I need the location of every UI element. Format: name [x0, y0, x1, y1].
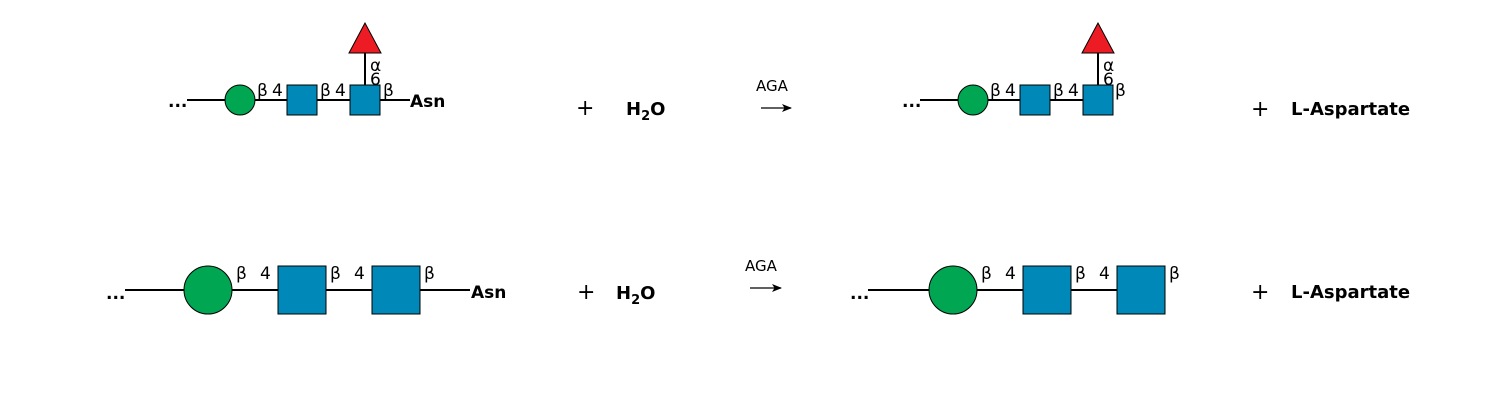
- link-position: 4: [1068, 81, 1079, 101]
- ellipsis-label: ...: [902, 92, 921, 112]
- aspartate-label: L-Aspartate: [1291, 99, 1410, 120]
- link-anomer: β: [1169, 264, 1180, 284]
- glcnac-square-icon: [1082, 84, 1114, 116]
- link-position: 4: [354, 264, 365, 284]
- galactose-circle-icon: [224, 84, 256, 116]
- fucose-triangle-icon: [1081, 21, 1115, 54]
- substrate-glycan-2: ... β 4 β 4 β Asn: [106, 264, 506, 315]
- link-anomer: β: [1115, 81, 1126, 101]
- link-anomer: β: [330, 264, 341, 284]
- link-anomer: β: [1075, 264, 1086, 284]
- substrate-glycan-1: ... β 4 β 4 β α 6 Asn: [168, 21, 445, 116]
- fucose-link-position: 6: [370, 70, 381, 90]
- fucose-link-anomer: α: [1103, 56, 1114, 76]
- aglycone-label: Asn: [471, 283, 506, 303]
- glcnac-square-icon: [371, 265, 421, 315]
- fucose-link-position: 6: [1103, 70, 1114, 90]
- product-glycan-1: ... β 4 β 4 β α 6: [902, 21, 1126, 116]
- fucose-link-anomer: α: [370, 56, 381, 76]
- product-glycan-2: ... β 4 β 4 β: [850, 264, 1180, 315]
- reaction-1: ... β 4 β 4 β α 6 Asn + H2O AGA ...: [168, 21, 1410, 124]
- link-position: 4: [272, 81, 283, 101]
- ellipsis-label: ...: [850, 284, 869, 304]
- link-anomer: β: [257, 81, 268, 101]
- plus-sign: +: [577, 280, 595, 305]
- link-anomer: β: [990, 81, 1001, 101]
- link-position: 4: [335, 81, 346, 101]
- plus-sign: +: [1251, 97, 1269, 122]
- fucose-triangle-icon: [348, 21, 382, 54]
- link-anomer: β: [320, 81, 331, 101]
- aspartate-label: L-Aspartate: [1291, 282, 1410, 303]
- link-position: 4: [260, 264, 271, 284]
- ellipsis-label: ...: [168, 92, 187, 112]
- galactose-circle-icon: [183, 265, 233, 315]
- link-anomer: β: [383, 81, 394, 101]
- glcnac-square-icon: [286, 84, 318, 116]
- glcnac-square-icon: [1022, 265, 1072, 315]
- link-anomer: β: [424, 264, 435, 284]
- glcnac-square-icon: [349, 84, 381, 116]
- link-anomer: β: [981, 264, 992, 284]
- enzyme-label: AGA: [745, 257, 778, 275]
- link-anomer: β: [236, 264, 247, 284]
- link-position: 4: [1099, 264, 1110, 284]
- enzyme-label: AGA: [756, 77, 789, 95]
- link-anomer: β: [1053, 81, 1064, 101]
- link-position: 4: [1005, 264, 1016, 284]
- link-position: 4: [1005, 81, 1016, 101]
- water-label: H2O: [626, 99, 665, 124]
- galactose-circle-icon: [928, 265, 978, 315]
- glcnac-square-icon: [1019, 84, 1051, 116]
- water-label: H2O: [616, 283, 655, 308]
- ellipsis-label: ...: [106, 284, 125, 304]
- plus-sign: +: [1251, 280, 1269, 305]
- plus-sign: +: [576, 96, 594, 121]
- glcnac-square-icon: [277, 265, 327, 315]
- galactose-circle-icon: [957, 84, 989, 116]
- glcnac-square-icon: [1116, 265, 1166, 315]
- aglycone-label: Asn: [410, 92, 445, 112]
- reaction-2: ... β 4 β 4 β Asn + H2O AGA ... β 4 β 4: [106, 257, 1410, 315]
